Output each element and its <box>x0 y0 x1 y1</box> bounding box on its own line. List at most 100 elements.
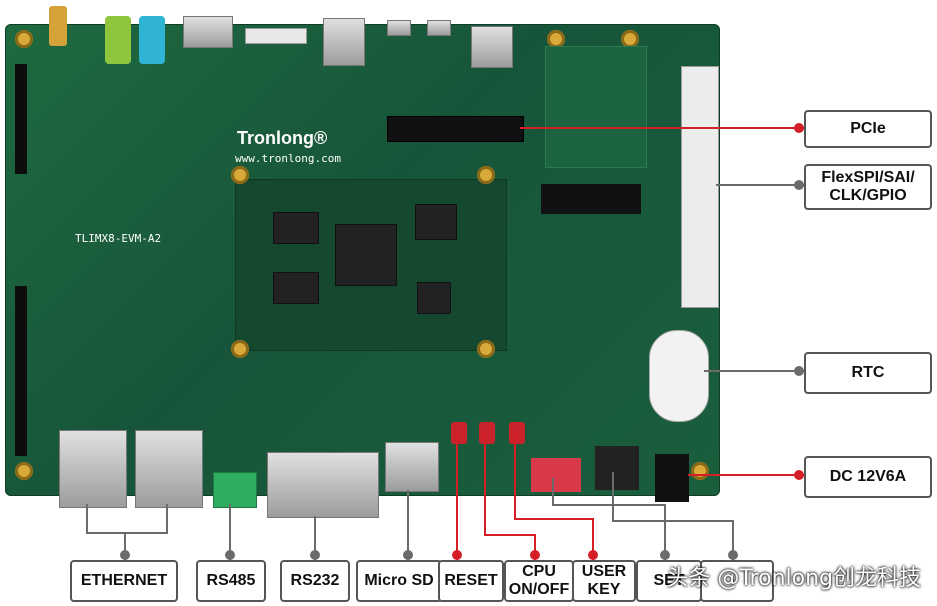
mounting-hole <box>477 166 495 184</box>
rtc-label-text: RTC <box>851 364 885 381</box>
set-leader-dot <box>660 550 670 560</box>
ethernet-label: ETHERNET <box>70 560 178 602</box>
watermark: 头条 @Tronlong创龙科技 <box>666 566 921 591</box>
flexspi-label: FlexSPI/SAI/ CLK/GPIO <box>804 164 932 210</box>
reset-button <box>451 422 467 444</box>
set-label-line2: SET <box>653 572 685 589</box>
pmic-chip <box>417 282 451 314</box>
ethernet-port <box>135 430 203 508</box>
microsd-leader <box>407 490 409 560</box>
dip-switch <box>531 458 581 492</box>
user-key-leader <box>514 518 594 520</box>
pcie-label: PCIe <box>804 110 932 148</box>
sim-slot <box>471 26 513 68</box>
microsd-label-text: Micro SD <box>364 572 434 589</box>
cpu-onoff-label-line2: ON/OFF <box>508 581 570 598</box>
user-key-button <box>509 422 525 444</box>
dc-label: DC 12V6A <box>804 456 932 498</box>
flexspi-leader-dot <box>794 180 804 190</box>
board-website: www.tronlong.com <box>235 152 341 165</box>
left-header <box>15 286 27 456</box>
reset-label: RESET <box>438 560 504 602</box>
cpu-onoff-label-line1: CPU <box>522 563 556 580</box>
micro-usb-port <box>387 20 411 36</box>
cpu-onoff-label: CPU ON/OFF <box>504 560 574 602</box>
flexspi-leader <box>716 184 804 186</box>
rs485-leader-dot <box>225 550 235 560</box>
ethernet-label-text: ETHERNET <box>80 572 168 589</box>
memory-chip <box>273 272 319 304</box>
ethernet-leader <box>124 532 126 560</box>
user-key-leader-dot <box>588 550 598 560</box>
mounting-hole <box>15 30 33 48</box>
micro-usb-port <box>427 20 451 36</box>
rs485-terminal <box>213 472 257 508</box>
user-key-label-line1: USER <box>581 563 627 580</box>
rs232-label-text: RS232 <box>290 572 340 589</box>
hdmi-port <box>183 16 233 48</box>
m2-slot <box>541 184 641 214</box>
dc-leader-dot <box>794 470 804 480</box>
pcie-leader <box>520 127 804 129</box>
antenna-connector <box>49 6 67 46</box>
mounting-hole <box>691 462 709 480</box>
rs232-leader-dot <box>310 550 320 560</box>
microsd-leader-dot <box>403 550 413 560</box>
cpu-leader <box>484 430 486 536</box>
cpu-leader <box>534 534 536 560</box>
board-model: TLIMX8-EVM-A2 <box>75 232 162 245</box>
module-area <box>545 46 647 168</box>
rs232-label: RS232 <box>280 560 350 602</box>
memory-chip <box>273 212 319 244</box>
mounting-hole <box>547 30 565 48</box>
reset-leader <box>456 430 458 560</box>
ethernet-leader <box>166 504 168 534</box>
set-leader <box>664 504 666 560</box>
wifi-leader <box>732 520 734 560</box>
rtc-battery <box>649 330 709 422</box>
mounting-hole <box>621 30 639 48</box>
wifi-leader <box>612 520 734 522</box>
ethernet-leader <box>86 504 88 534</box>
mounting-hole <box>15 462 33 480</box>
set-leader <box>552 478 554 506</box>
ethernet-port <box>59 430 127 508</box>
user-key-leader <box>592 518 594 560</box>
evm-board-photo: Tronlong® www.tronlong.com TLIMX8-EVM-A2 <box>5 6 720 518</box>
microsd-label: Micro SD <box>356 560 442 602</box>
wifi-label <box>700 560 774 602</box>
wifi-leader <box>612 472 614 522</box>
audio-jack-blue <box>139 16 165 64</box>
rs232-connector <box>267 452 379 518</box>
emmc-chip <box>415 204 457 240</box>
mounting-hole <box>477 340 495 358</box>
rtc-label: RTC <box>804 352 932 394</box>
rs485-label-text: RS485 <box>206 572 256 589</box>
set-leader <box>552 504 666 506</box>
wifi-leader-dot <box>728 550 738 560</box>
audio-jack-green <box>105 16 131 64</box>
user-key-label: USER KEY <box>572 560 636 602</box>
pcie-slot <box>387 116 524 142</box>
rtc-leader <box>704 370 804 372</box>
user-key-leader <box>514 430 516 520</box>
usb-port <box>323 18 365 66</box>
user-key-label-line2: KEY <box>587 581 621 598</box>
rtc-leader-dot <box>794 366 804 376</box>
dc-jack <box>655 454 689 502</box>
reset-leader-dot <box>452 550 462 560</box>
camera-connector <box>245 28 307 44</box>
ethernet-leader-dot <box>120 550 130 560</box>
power-switch <box>595 446 639 490</box>
rs485-leader <box>229 504 231 560</box>
mounting-hole <box>231 166 249 184</box>
pcie-label-text: PCIe <box>850 120 886 137</box>
mounting-hole <box>231 340 249 358</box>
pcie-leader-dot <box>794 123 804 133</box>
soc-chip <box>335 224 397 286</box>
rs485-label: RS485 <box>196 560 266 602</box>
ethernet-leader <box>86 532 168 534</box>
cpu-onoff-button <box>479 422 495 444</box>
dc-label-text: DC 12V6A <box>829 468 907 485</box>
cpu-leader <box>484 534 536 536</box>
